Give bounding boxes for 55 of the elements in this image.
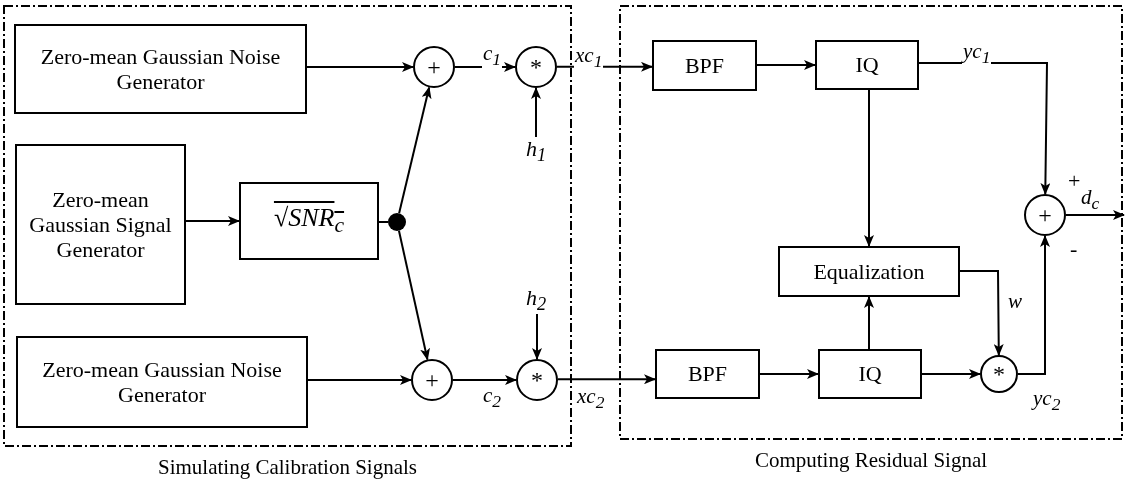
- process-box: [239, 182, 379, 260]
- arrow: [864, 296, 874, 350]
- box-label: BPF: [687, 361, 728, 387]
- arrow: [756, 60, 816, 70]
- operator-circle: [515, 46, 557, 88]
- arrow: [959, 270, 1004, 356]
- operator-circle: [1024, 194, 1066, 236]
- box-label: IQ: [855, 52, 879, 78]
- box-label: BPF: [684, 52, 725, 79]
- arrow: [452, 375, 517, 385]
- sign-label: +: [1068, 170, 1081, 192]
- arrow: [532, 313, 542, 360]
- arrow: [398, 86, 432, 215]
- sign-label: -: [1070, 238, 1078, 260]
- box-label: Equalization: [813, 258, 925, 285]
- formula-text: √SNR$_{c}$: [273, 203, 345, 239]
- process-box: [655, 349, 760, 399]
- operator-circle: [516, 359, 558, 401]
- arrow: [918, 62, 1051, 195]
- arrow: [1065, 210, 1125, 220]
- process-box: [815, 40, 919, 90]
- arrow: [185, 216, 240, 226]
- arrow: [557, 374, 656, 385]
- arrow: [397, 229, 430, 361]
- process-box: [818, 349, 922, 399]
- operator-symbol: +: [1038, 203, 1052, 227]
- group-caption: Computing Residual Signal: [754, 448, 988, 473]
- arrow: [1017, 235, 1050, 375]
- operator-symbol: +: [427, 55, 441, 79]
- box-label: IQ: [858, 361, 882, 387]
- arrow: [921, 369, 981, 379]
- arrow: [864, 89, 874, 247]
- operator-symbol: +: [425, 368, 439, 392]
- operator-circle: [413, 46, 455, 88]
- arrow: [307, 375, 412, 385]
- signal-label: h$_{1}$: [525, 135, 547, 167]
- arrow: [531, 87, 541, 138]
- process-box: [778, 246, 960, 297]
- operator-symbol: *: [530, 55, 542, 79]
- operator-symbol: *: [993, 362, 1005, 386]
- process-box: [16, 336, 308, 428]
- operator-symbol: *: [531, 368, 543, 392]
- operator-circle: [980, 355, 1018, 393]
- box-label: Zero-mean Gaussian Signal Generator: [28, 186, 173, 263]
- process-box: [652, 40, 757, 91]
- operator-circle: [411, 359, 453, 401]
- box-label: Zero-mean Gaussian Noise Generator: [41, 356, 283, 408]
- arrow: [759, 369, 819, 379]
- process-box: [15, 144, 186, 305]
- arrow: [306, 62, 414, 72]
- process-box: [14, 24, 307, 114]
- signal-label: h$_{2}$: [525, 284, 547, 316]
- group-caption: Simulating Calibration Signals: [158, 455, 417, 480]
- junction-dot: [388, 213, 406, 231]
- box-label: Zero-mean Gaussian Noise Generator: [39, 43, 282, 95]
